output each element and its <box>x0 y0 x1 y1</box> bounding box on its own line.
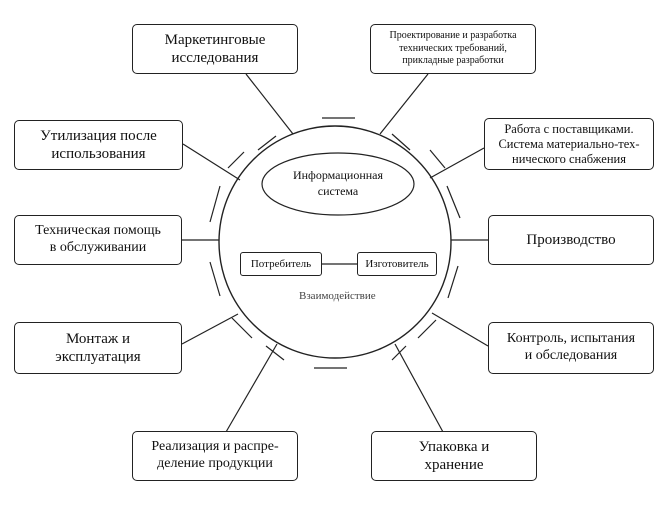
production-box[interactable]: Производство <box>488 215 654 265</box>
suppliers-box[interactable]: Работа с поставщиками. Система материаль… <box>484 118 654 170</box>
marketing-research-box[interactable]: Маркетинговые исследования <box>132 24 298 74</box>
installation-operation-box[interactable]: Монтаж и эксплуатация <box>14 322 182 374</box>
design-development-box[interactable]: Проектирование и разработка технических … <box>370 24 536 74</box>
information-system-ellipse <box>261 152 415 216</box>
technical-support-box[interactable]: Техническая помощь в обслуживании <box>14 215 182 265</box>
central-circle <box>218 125 452 359</box>
packaging-storage-box[interactable]: Упаковка и хранение <box>371 431 537 481</box>
disposal-box[interactable]: Утилизация после использования <box>14 120 183 170</box>
spokes <box>181 73 489 433</box>
manufacturer-box[interactable]: Изготовитель <box>357 252 437 276</box>
consumer-box[interactable]: Потребитель <box>240 252 322 276</box>
control-testing-box[interactable]: Контроль, испытания и обследования <box>488 322 654 374</box>
feedback-marks <box>209 117 461 369</box>
distribution-box[interactable]: Реализация и распре- деление продукции <box>132 431 298 481</box>
interaction-label: Взаимодействие <box>299 290 376 302</box>
information-system-label: Информационная система <box>292 168 384 198</box>
